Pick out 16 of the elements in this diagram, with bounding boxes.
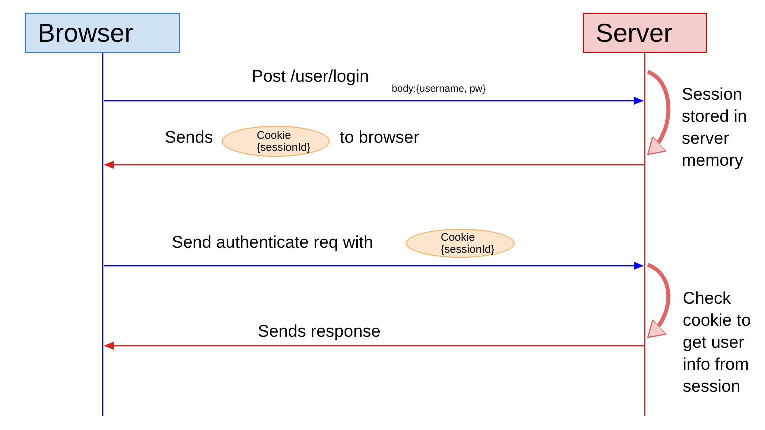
step-note: Session stored in server memory	[682, 84, 748, 172]
edge-label: Post /user/login	[250, 67, 372, 87]
cookie-ellipse: Cookie {sessionId}	[406, 229, 515, 258]
message-arrow	[104, 161, 644, 169]
curved-arrow	[647, 70, 671, 156]
message-arrow	[104, 97, 644, 105]
message-arrow	[104, 342, 644, 350]
lifeline-header: Server	[583, 13, 707, 53]
curved-arrow	[647, 263, 671, 338]
edge-label: Sends response	[256, 322, 383, 342]
message-arrow	[104, 262, 644, 270]
lifeline-header: Browser	[25, 13, 180, 53]
request-body-note: body:{username, pw}	[390, 84, 488, 95]
edge-label: Send authenticate req with	[170, 233, 376, 253]
step-note: Check cookie to get user info from session	[683, 288, 752, 398]
cookie-ellipse: Cookie {sessionId}	[222, 126, 330, 157]
